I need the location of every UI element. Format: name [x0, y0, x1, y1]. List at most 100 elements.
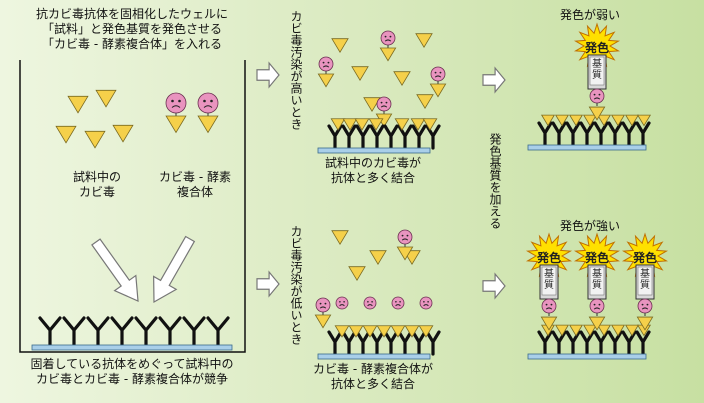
antibody-y — [565, 330, 581, 356]
mycotoxin-triangle — [379, 47, 397, 62]
substrate-inner — [541, 266, 557, 296]
color-burst-label: 発色 — [536, 251, 561, 265]
antibody-y — [369, 330, 385, 356]
sample-label-line-1: 試料中の — [72, 170, 121, 184]
enzyme-face-icon — [430, 66, 446, 82]
enzyme-mouth — [434, 75, 442, 78]
low-result-line-2: 抗体と多く結合 — [330, 377, 415, 391]
enzyme-eye — [371, 301, 373, 303]
mycotoxin-triangle — [554, 114, 570, 127]
mycotoxin-triangle — [67, 95, 89, 114]
enzyme-eye — [324, 302, 327, 305]
competition-caption-line-1: 固着している抗体をめぐって試料中の — [30, 357, 234, 371]
enzyme-face-icon — [165, 92, 187, 114]
high-result-line-1: 試料中のカビ毒が — [324, 156, 421, 170]
enzyme-eye — [319, 302, 322, 305]
mycotoxin-triangle — [348, 266, 366, 281]
enzyme-eye — [367, 301, 369, 303]
high-contamination-label: カビ毒汚染が高いとき — [289, 10, 303, 130]
antibody-y — [621, 121, 637, 147]
mycotoxin-triangle — [416, 94, 434, 109]
antibody-y — [383, 330, 399, 356]
antibody-y — [425, 124, 441, 150]
enzyme-eye — [406, 234, 409, 237]
mycotoxin-triangle — [422, 118, 438, 131]
mycotoxin-triangle — [362, 325, 378, 338]
antibody-y — [579, 330, 595, 356]
mycotoxin-triangle — [540, 316, 558, 331]
enzyme-mouth — [401, 238, 409, 241]
diagonal-arrow-icon — [153, 235, 196, 304]
enzyme-eye — [395, 301, 397, 303]
antibody-y — [86, 316, 110, 347]
mycotoxin-triangle — [342, 118, 358, 131]
antibody-y — [411, 124, 427, 150]
mycotoxin-triangle — [636, 114, 652, 127]
antibody-y — [397, 330, 413, 356]
mycotoxin-triangle — [331, 38, 349, 53]
enzyme-face-icon — [315, 297, 331, 313]
enzyme-mouth — [319, 306, 327, 309]
enzyme-eye — [646, 303, 649, 306]
antibody-y — [62, 316, 86, 347]
mycotoxin-triangle — [610, 114, 626, 127]
mycotoxin-triangle — [582, 114, 598, 127]
enzyme-eye — [427, 301, 429, 303]
antibody-y — [182, 316, 206, 347]
mycotoxin-triangle — [582, 324, 598, 337]
enzyme-face-icon — [376, 96, 392, 112]
enzyme-face-icon — [380, 30, 396, 46]
substrate-inner — [589, 266, 605, 296]
enzyme-eye — [385, 101, 388, 104]
antibody-y — [397, 124, 413, 150]
right-arrow-icon — [256, 270, 280, 298]
enzyme-eye — [593, 303, 596, 306]
mycotoxin-triangle — [351, 66, 369, 81]
mycotoxin-triangle — [348, 325, 364, 338]
enzyme-eye — [327, 61, 330, 64]
enzyme-eye — [423, 301, 425, 303]
enzyme-face-icon — [397, 229, 413, 245]
antibody-y — [341, 330, 357, 356]
mycotoxin-triangle — [415, 33, 433, 48]
mycotoxin-triangle — [429, 83, 447, 98]
enzyme-eye — [545, 303, 548, 306]
antibody-y — [551, 121, 567, 147]
instruction-line-3: 「カビ毒 - 酵素複合体」を入れる — [42, 37, 222, 51]
enzyme-mouth — [545, 307, 553, 310]
mycotoxin-triangle — [368, 118, 384, 131]
mycotoxin-triangle — [596, 324, 612, 337]
antibody-y — [383, 124, 399, 150]
mycotoxin-triangle — [568, 114, 584, 127]
right-arrow-icon — [482, 272, 506, 300]
reaction-well — [19, 60, 246, 353]
strong-color-label: 発色が強い — [559, 219, 620, 233]
enzyme-eye — [401, 234, 404, 237]
color-burst-label: 発色 — [584, 251, 609, 265]
mycotoxin-triangle — [55, 125, 77, 144]
right-arrow-icon — [256, 61, 280, 89]
mycotoxin-triangle — [393, 71, 411, 86]
antibody-y — [158, 316, 182, 347]
enzyme-mouth — [593, 97, 601, 100]
enzyme-mouth — [367, 304, 373, 307]
antibody-y — [635, 121, 651, 147]
antibody-y — [134, 316, 158, 347]
enzyme-eye — [389, 35, 392, 38]
antibody-y — [369, 124, 385, 150]
antibody-y — [593, 121, 609, 147]
high-result-line-2: 抗体と多く結合 — [330, 171, 415, 185]
enzyme-mouth — [593, 307, 601, 310]
high-result-caption: 試料中のカビ毒が 抗体と多く結合 — [318, 156, 428, 186]
enzyme-eye — [178, 99, 181, 103]
substrate-label: 基 質 — [592, 59, 602, 81]
enzyme-mouth — [322, 65, 330, 68]
mycotoxin-triangle — [112, 124, 134, 143]
enzyme-eye — [343, 301, 345, 303]
well-plate — [527, 353, 647, 360]
enzyme-mouth — [203, 105, 213, 108]
instruction-line-2: 「試料」と発色基質を発色させる — [41, 22, 222, 36]
mycotoxin-triangle — [624, 114, 640, 127]
